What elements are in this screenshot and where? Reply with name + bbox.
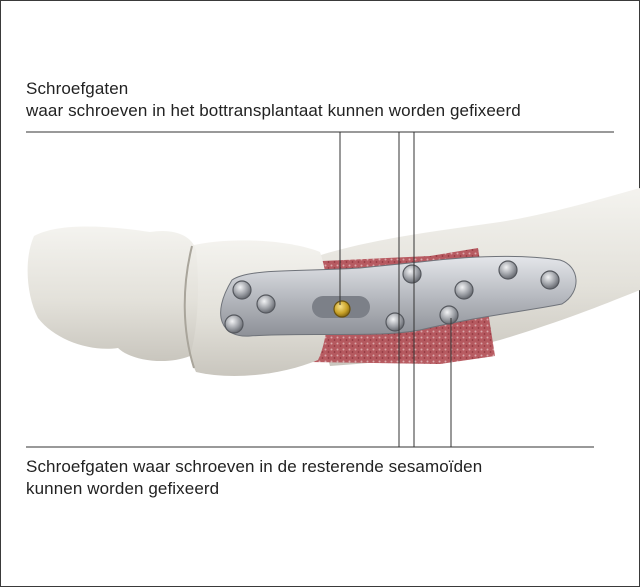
bottom-callout-line2: kunnen worden gefixeerd xyxy=(26,478,482,500)
screw-head xyxy=(499,261,517,279)
screw-head xyxy=(455,281,473,299)
bottom-callout-line1: Schroefgaten waar schroeven in de rester… xyxy=(26,456,482,478)
screw-head xyxy=(403,265,421,283)
bottom-callout: Schroefgaten waar schroeven in de rester… xyxy=(26,456,482,500)
gold-screw-head xyxy=(334,301,350,317)
screw-head xyxy=(440,306,458,324)
screw-head xyxy=(225,315,243,333)
screw-head xyxy=(233,281,251,299)
screw-head xyxy=(541,271,559,289)
screw-head xyxy=(257,295,275,313)
screw-head xyxy=(386,313,404,331)
distal-phalanx-bone xyxy=(28,227,198,362)
